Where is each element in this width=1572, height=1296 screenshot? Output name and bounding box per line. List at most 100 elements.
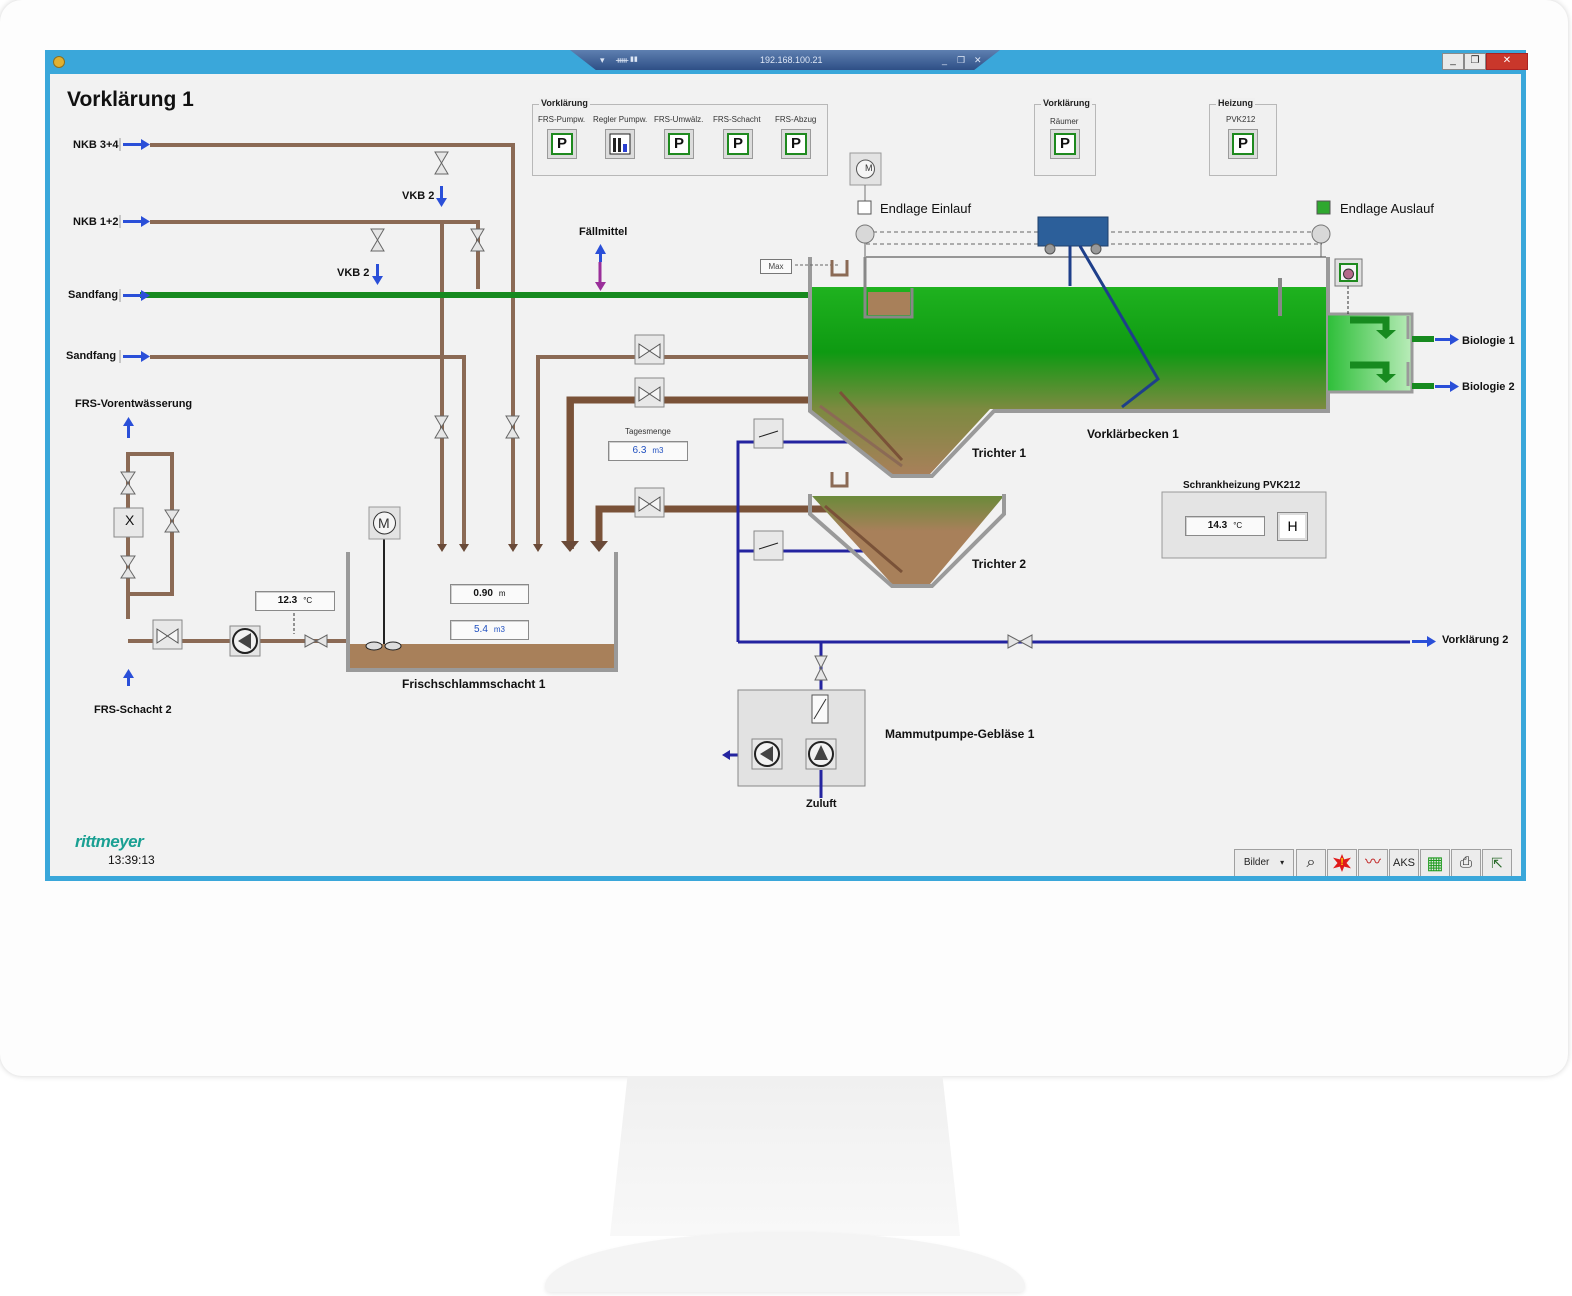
frs-pumpw-button[interactable]: P bbox=[547, 129, 577, 159]
connection-menu-icon[interactable]: ▾ bbox=[600, 55, 605, 65]
conn-close-icon[interactable]: ✕ bbox=[974, 55, 982, 65]
process-diagram bbox=[113, 138, 1459, 798]
exit-icon: ⇱ bbox=[1491, 855, 1503, 871]
maximize-button[interactable]: ❐ bbox=[1464, 53, 1486, 70]
outlet-pipes bbox=[1412, 336, 1434, 389]
pipe-temp-number: 12.3 bbox=[277, 595, 298, 606]
bilder-dropdown[interactable]: Bilder ▾ bbox=[1234, 849, 1294, 876]
p-icon: P bbox=[785, 133, 807, 155]
inflow-green-pipe bbox=[140, 292, 831, 310]
schacht-walls bbox=[346, 552, 618, 672]
carriage-wheel bbox=[1090, 243, 1102, 255]
outlet-arrow-2 bbox=[1376, 374, 1396, 383]
carriage-wheel bbox=[1044, 243, 1056, 255]
endlage-einlauf-wheel bbox=[855, 224, 875, 244]
raeumer-carriage[interactable] bbox=[1037, 216, 1109, 247]
exit-button[interactable]: ⇱ bbox=[1482, 849, 1512, 876]
print-button[interactable]: ⎙ bbox=[1451, 849, 1481, 876]
mixer-m-label: M bbox=[378, 515, 390, 531]
pump-arrow bbox=[238, 633, 251, 649]
mixer-motor-icon[interactable] bbox=[373, 511, 396, 535]
screen: ▾ ᚔ ▮▮ 192.168.100.21 _ ❐ ✕ _ ❐ ✕ bbox=[45, 50, 1528, 881]
frs-umwaelz-button[interactable]: P bbox=[664, 129, 694, 159]
raeumer-button[interactable]: P bbox=[1050, 129, 1080, 159]
pin-icon[interactable]: ᚔ bbox=[616, 55, 629, 65]
schrankheizung-value: 14.3°C bbox=[1185, 516, 1265, 536]
inlet-sandfang1-label: Sandfang bbox=[68, 289, 119, 301]
regler-pumpw-button[interactable] bbox=[605, 129, 635, 159]
exhaust-arrow bbox=[722, 750, 730, 760]
filter-diagonal bbox=[813, 698, 827, 720]
frs-schacht-button[interactable]: P bbox=[723, 129, 753, 159]
minimize-button[interactable]: _ bbox=[1442, 53, 1464, 70]
inlet-sludge bbox=[868, 292, 910, 315]
monitor-stand bbox=[610, 1076, 960, 1236]
bilder-label: Bilder bbox=[1243, 857, 1270, 868]
conn-minimize-icon[interactable]: _ bbox=[942, 55, 948, 65]
probe-2 bbox=[830, 472, 849, 488]
p-icon: P bbox=[1232, 133, 1254, 155]
p-icon: P bbox=[668, 133, 690, 155]
vkb2-label-b: VKB 2 bbox=[337, 267, 370, 279]
sludge-pipes bbox=[126, 143, 890, 643]
conn-restore-icon[interactable]: ❐ bbox=[957, 55, 966, 65]
basin-walls bbox=[808, 257, 1330, 478]
signal-icon: ▮▮ bbox=[630, 56, 638, 63]
app-icon bbox=[53, 56, 65, 68]
frs-pumpw-label: FRS-Pumpw. bbox=[538, 115, 586, 124]
raeumer-group: Vorklärung Räumer P bbox=[1034, 98, 1096, 176]
search-icon: ⌕ bbox=[1306, 854, 1316, 871]
alarm-button[interactable]: ! bbox=[1327, 849, 1357, 876]
downflow-arrows bbox=[437, 541, 608, 552]
print-icon: ⎙ bbox=[1459, 854, 1472, 871]
frs-vorent-label: FRS-Vorentwässerung bbox=[75, 398, 193, 410]
heizung-group: Heizung PVK212 P bbox=[1209, 98, 1277, 176]
valves[interactable] bbox=[120, 151, 1033, 681]
alarm-icon: ! bbox=[1333, 854, 1351, 872]
raeumer-group-title: Vorklärung bbox=[1041, 98, 1092, 108]
heizung-h-button[interactable]: H bbox=[1277, 512, 1308, 541]
thick-sludge-pipes bbox=[566, 396, 835, 544]
endlage-auslauf-label: Endlage Auslauf bbox=[1340, 201, 1434, 216]
frs-schacht2-label: FRS-Schacht 2 bbox=[94, 704, 172, 716]
connection-bar[interactable]: ▾ ᚔ ▮▮ 192.168.100.21 _ ❐ ✕ bbox=[570, 50, 1000, 70]
motor-m-label: M bbox=[865, 163, 873, 173]
trend-icon: 〰 bbox=[1364, 854, 1381, 871]
outlet-arrow-1 bbox=[1376, 330, 1396, 339]
mixer-blade bbox=[384, 641, 402, 651]
remote-titlebar: ▾ ᚔ ▮▮ 192.168.100.21 _ ❐ ✕ _ ❐ ✕ bbox=[45, 50, 1528, 74]
mammut-label: Mammutpumpe-Gebläse 1 bbox=[885, 727, 1035, 741]
max-probe bbox=[830, 260, 849, 277]
trichter1-label: Trichter 1 bbox=[972, 446, 1027, 460]
inlet-sandfang2-label: Sandfang bbox=[66, 350, 117, 362]
trend-button[interactable]: 〰 bbox=[1358, 849, 1388, 876]
chevron-down-icon: ▾ bbox=[1280, 858, 1285, 867]
schrankheizung-title: Schrankheizung PVK212 bbox=[1183, 480, 1301, 491]
frs-abzug-label: FRS-Abzug bbox=[775, 115, 817, 124]
frs-abzug-button[interactable]: P bbox=[781, 129, 811, 159]
basin-fill bbox=[810, 287, 1328, 474]
mixer-blade bbox=[365, 641, 383, 651]
basin-name: Vorklärbecken 1 bbox=[1087, 427, 1179, 441]
schacht-volume-number: 5.4 bbox=[473, 624, 488, 635]
outlet-chamber bbox=[1328, 312, 1414, 394]
heizung-button[interactable]: P bbox=[1228, 129, 1258, 159]
vkb2-label-a: VKB 2 bbox=[402, 190, 435, 202]
p-icon: P bbox=[727, 133, 749, 155]
aks-button[interactable]: AKS bbox=[1389, 849, 1419, 876]
schrankheizung-unit: °C bbox=[1233, 521, 1243, 530]
search-button[interactable]: ⌕ bbox=[1296, 849, 1326, 876]
close-button[interactable]: ✕ bbox=[1486, 53, 1528, 70]
valve-x-icon[interactable]: X bbox=[125, 512, 135, 528]
clock: 13:39:13 bbox=[108, 853, 155, 867]
faellmittel-label: Fällmittel bbox=[579, 226, 628, 238]
plc-button[interactable]: ▦ bbox=[1420, 849, 1450, 876]
vorklaerung-group-title: Vorklärung bbox=[539, 98, 590, 108]
actuated-valves[interactable] bbox=[113, 334, 784, 650]
schacht-level-number: 0.90 bbox=[473, 588, 493, 599]
outlet-sensor-icon bbox=[1343, 268, 1354, 280]
tagesmenge-unit: m3 bbox=[652, 446, 664, 455]
trichter1-pipe bbox=[838, 390, 904, 462]
raeumer-motor-icon[interactable] bbox=[856, 159, 875, 179]
